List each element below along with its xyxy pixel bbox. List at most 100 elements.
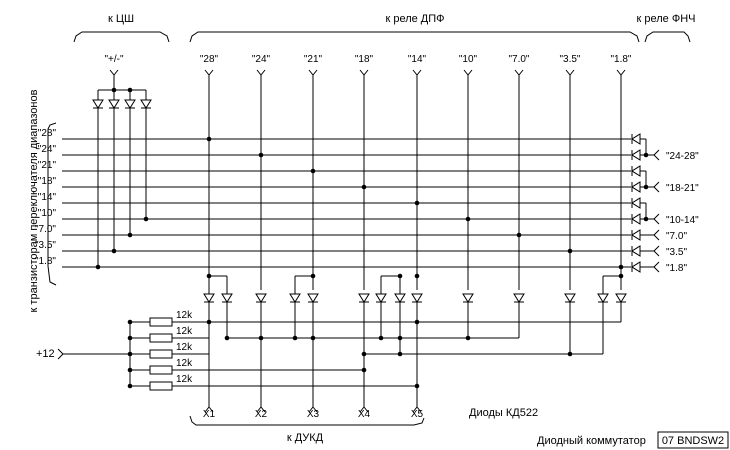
diode bbox=[631, 261, 641, 273]
diode bbox=[631, 197, 641, 209]
junction-dot bbox=[127, 87, 133, 93]
top-terminal-label: "+/-" bbox=[104, 54, 123, 65]
junction-dot bbox=[414, 273, 420, 279]
diode bbox=[597, 293, 609, 303]
fnch-terminal bbox=[653, 181, 660, 193]
junction-dot bbox=[224, 335, 230, 341]
junction-dot bbox=[206, 136, 212, 142]
terminal-arrow bbox=[204, 69, 214, 76]
terminal-arrow bbox=[308, 69, 318, 76]
diode bbox=[140, 99, 152, 109]
junction-dot bbox=[414, 200, 420, 206]
fnch-output-label: "18-21" bbox=[666, 183, 699, 194]
code-label: 07 BNDSW2 bbox=[662, 435, 724, 447]
resistor-label: 12k bbox=[176, 342, 193, 353]
diode bbox=[124, 99, 136, 109]
diode bbox=[631, 181, 641, 193]
output-label: X4 bbox=[358, 409, 371, 420]
junction-dot bbox=[567, 351, 573, 357]
row-label: "7.0" bbox=[35, 224, 56, 235]
top-terminal-label: "7.0" bbox=[508, 54, 529, 65]
supply-terminal bbox=[57, 348, 64, 360]
group-label-csh: к ЦШ bbox=[108, 13, 134, 25]
resistor-label: 12k bbox=[176, 310, 193, 321]
junction-dot bbox=[414, 383, 420, 389]
terminal-arrow bbox=[412, 406, 422, 413]
junction-dot bbox=[618, 273, 624, 279]
junction-dot bbox=[310, 335, 316, 341]
junction-dot bbox=[397, 273, 403, 279]
resistor bbox=[149, 317, 173, 327]
terminal-arrow bbox=[204, 406, 214, 413]
fnch-bracket bbox=[644, 31, 691, 43]
terminal-arrow bbox=[256, 69, 266, 76]
group-label-dukd: к ДУКД bbox=[287, 432, 324, 444]
resistor bbox=[149, 365, 173, 375]
row-label: "21" bbox=[38, 160, 57, 171]
junction-dot bbox=[143, 216, 149, 222]
junction-dot bbox=[95, 264, 101, 270]
junction-dot bbox=[258, 335, 264, 341]
junction-dot bbox=[127, 383, 133, 389]
fnch-output-label: "7.0" bbox=[666, 231, 687, 242]
junction-dot bbox=[516, 232, 522, 238]
diode bbox=[615, 293, 627, 303]
fnch-output-label: "3.5" bbox=[666, 247, 687, 258]
top-terminal-label: "1.8" bbox=[610, 54, 631, 65]
fnch-output-label: "1.8" bbox=[666, 263, 687, 274]
diode bbox=[631, 149, 641, 161]
group-label-dpf: к реле ДПФ bbox=[385, 13, 444, 25]
wires bbox=[47, 31, 691, 426]
diode bbox=[394, 293, 406, 303]
terminal-arrow bbox=[109, 69, 119, 76]
resistor-label: 12k bbox=[176, 374, 193, 385]
junction-dot bbox=[361, 351, 367, 357]
junction-dot bbox=[111, 248, 117, 254]
diode bbox=[221, 293, 233, 303]
diode bbox=[307, 293, 319, 303]
junction-dot bbox=[127, 232, 133, 238]
terminal-arrow bbox=[308, 406, 318, 413]
junction-dot bbox=[127, 335, 133, 341]
labels: "28""24""21""18""14""10""7.0""3.5""1.8""… bbox=[35, 54, 699, 420]
junction-dot bbox=[618, 264, 624, 270]
fnch-terminal bbox=[653, 149, 660, 161]
junction-dot bbox=[310, 168, 316, 174]
resistor bbox=[149, 349, 173, 359]
junction-dot bbox=[643, 216, 649, 222]
diode bbox=[631, 213, 641, 225]
diode bbox=[289, 293, 301, 303]
caption: Диодный коммутатор bbox=[537, 435, 646, 447]
terminal-arrow bbox=[514, 69, 524, 76]
diode bbox=[92, 99, 104, 109]
row-label: "24" bbox=[38, 144, 57, 155]
top-terminal-label: "14" bbox=[408, 54, 427, 65]
diode bbox=[631, 165, 641, 177]
top-terminal-label: "3.5" bbox=[559, 54, 580, 65]
junction-dot bbox=[465, 216, 471, 222]
junction-dot bbox=[127, 319, 133, 325]
diode bbox=[462, 293, 474, 303]
diode bbox=[631, 245, 641, 257]
dpf-bracket bbox=[189, 31, 640, 43]
row-label: "28" bbox=[38, 128, 57, 139]
dukd-bracket bbox=[189, 415, 425, 426]
junction-dot bbox=[567, 248, 573, 254]
output-label: X1 bbox=[203, 409, 216, 420]
diode bbox=[411, 293, 423, 303]
fnch-terminal bbox=[653, 213, 660, 225]
junction-dot bbox=[361, 367, 367, 373]
side-label: к транзисторам переключателя диапазонов bbox=[28, 89, 40, 312]
fnch-terminal bbox=[653, 261, 660, 273]
terminal-arrow bbox=[616, 69, 626, 76]
fnch-terminal bbox=[653, 229, 660, 241]
junction-dot bbox=[258, 152, 264, 158]
junction-dot bbox=[378, 335, 384, 341]
top-terminal-label: "21" bbox=[304, 54, 323, 65]
junction-dot bbox=[643, 152, 649, 158]
junction-dot bbox=[397, 335, 403, 341]
junction-dot bbox=[206, 319, 212, 325]
diode bbox=[108, 99, 120, 109]
row-label: "1.8" bbox=[35, 256, 56, 267]
